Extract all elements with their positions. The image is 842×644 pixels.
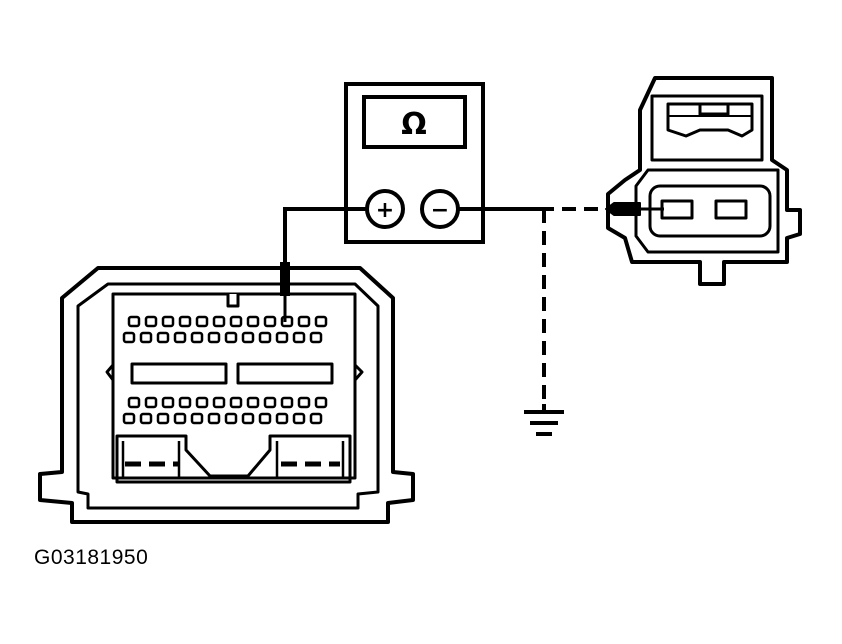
test-leads xyxy=(283,207,606,408)
connector-pin xyxy=(127,396,141,409)
connector-pin xyxy=(178,315,192,328)
connector-pin xyxy=(173,331,187,344)
connector-pin xyxy=(156,331,170,344)
connector-pin xyxy=(139,331,153,344)
connector-pin xyxy=(195,315,209,328)
connector-pin xyxy=(309,331,323,344)
connector-pin xyxy=(229,396,243,409)
connector-pin xyxy=(280,315,294,328)
connector-pin xyxy=(246,396,260,409)
connector-pin xyxy=(122,331,136,344)
connector-pin xyxy=(161,396,175,409)
connector-pin xyxy=(161,315,175,328)
connector-pin xyxy=(195,396,209,409)
connector-pin xyxy=(309,412,323,425)
connector-pin xyxy=(280,396,294,409)
connector-pin xyxy=(144,396,158,409)
connector-pin xyxy=(178,396,192,409)
figure-id: G03181950 xyxy=(34,546,149,569)
control-module-icon xyxy=(38,266,415,524)
connector-pin xyxy=(212,396,226,409)
connector-pin xyxy=(122,412,136,425)
connector-pin xyxy=(297,396,311,409)
connector-pin xyxy=(144,315,158,328)
connector-pin xyxy=(241,412,255,425)
connector-pin xyxy=(224,412,238,425)
connector-pin xyxy=(275,412,289,425)
connector-pin xyxy=(314,315,328,328)
connector-pin xyxy=(263,315,277,328)
connector-pin xyxy=(156,412,170,425)
positive-terminal-label: + xyxy=(376,198,394,223)
connector-pin xyxy=(139,412,153,425)
connector-pin xyxy=(212,315,226,328)
connector-pin xyxy=(258,412,272,425)
connector-pin xyxy=(229,315,243,328)
connector-pin xyxy=(246,315,260,328)
connector-pin xyxy=(224,331,238,344)
ohmmeter-icon: Ω + − xyxy=(344,82,485,244)
connector-pin xyxy=(190,331,204,344)
connector-pin xyxy=(292,331,306,344)
connector-pin xyxy=(297,315,311,328)
connector-icon xyxy=(605,76,802,286)
negative-terminal-label: − xyxy=(431,198,449,223)
connector-pin xyxy=(314,396,328,409)
probe-lead xyxy=(280,210,290,322)
connector-pin xyxy=(263,396,277,409)
ground-symbol-icon xyxy=(524,404,564,436)
connector-pin xyxy=(127,315,141,328)
connector-pin xyxy=(275,331,289,344)
connector-pin xyxy=(207,412,221,425)
meter-display-symbol: Ω xyxy=(401,107,427,142)
connector-pin xyxy=(207,331,221,344)
connector-pin xyxy=(258,331,272,344)
connector-pin xyxy=(292,412,306,425)
connector-pin xyxy=(241,331,255,344)
connector-pin xyxy=(190,412,204,425)
connector-pin xyxy=(173,412,187,425)
